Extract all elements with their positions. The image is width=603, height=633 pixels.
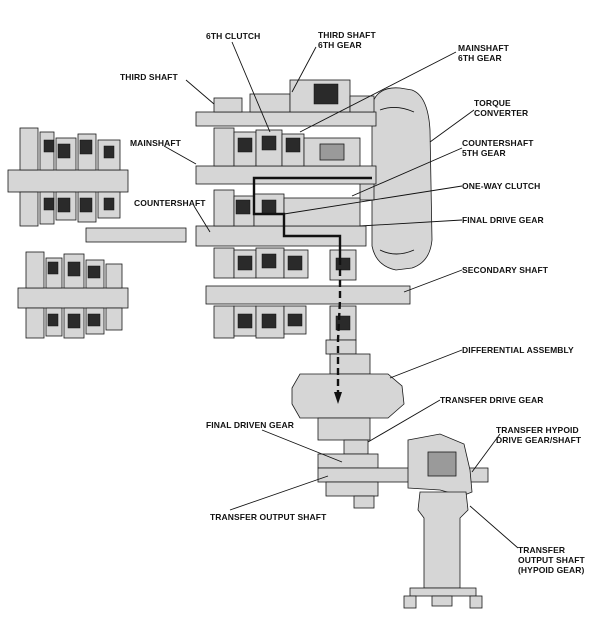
label-mainshaft-6th-gear: MAINSHAFT 6TH GEAR [458, 43, 509, 63]
left-upper-shaft-assembly [7, 127, 187, 243]
label-third-shaft-6th-gear-line1: THIRD SHAFT [318, 30, 376, 40]
label-countershaft-5th-gear-line1: COUNTERSHAFT [462, 138, 534, 148]
left-lower-shaft-assembly [17, 251, 129, 339]
third-shaft-assembly [195, 79, 377, 127]
label-third-shaft-6th-gear: THIRD SHAFT 6TH GEAR [318, 30, 376, 50]
label-transfer-output-shaft: TRANSFER OUTPUT SHAFT [210, 512, 327, 522]
label-one-way-clutch: ONE-WAY CLUTCH [462, 181, 541, 191]
label-third-shaft-6th-gear-line2: 6TH GEAR [318, 40, 362, 50]
label-countershaft-5th-gear: COUNTERSHAFT 5TH GEAR [462, 138, 534, 158]
label-transfer-output-hypoid-line3: (HYPOID GEAR) [518, 565, 585, 575]
label-transfer-hypoid-drive-gear-shaft: TRANSFER HYPOID DRIVE GEAR/SHAFT [496, 425, 581, 445]
transfer-assembly [317, 433, 489, 609]
label-transfer-hypoid-line2: DRIVE GEAR/SHAFT [496, 435, 582, 445]
label-transfer-output-hypoid-line1: TRANSFER [518, 545, 566, 555]
label-transfer-hypoid-line1: TRANSFER HYPOID [496, 425, 579, 435]
label-torque-converter-line1: TORQUE [474, 98, 511, 108]
label-countershaft-5th-gear-line2: 5TH GEAR [462, 148, 506, 158]
label-transfer-output-hypoid-line2: OUTPUT SHAFT [518, 555, 585, 565]
mainshaft-assembly [195, 127, 377, 185]
label-transfer-output-shaft-hypoid-gear: TRANSFER OUTPUT SHAFT (HYPOID GEAR) [518, 545, 585, 575]
differential-assembly [291, 339, 405, 455]
label-mainshaft: MAINSHAFT [130, 138, 181, 148]
label-final-drive-gear: FINAL DRIVE GEAR [462, 215, 544, 225]
label-final-driven-gear: FINAL DRIVEN GEAR [206, 420, 294, 430]
label-secondary-shaft: SECONDARY SHAFT [462, 265, 549, 275]
leader-lines [163, 41, 519, 549]
label-transfer-drive-gear: TRANSFER DRIVE GEAR [440, 395, 544, 405]
label-mainshaft-6th-gear-line2: 6TH GEAR [458, 53, 502, 63]
label-torque-converter: TORQUE CONVERTER [474, 98, 528, 118]
label-torque-converter-line2: CONVERTER [474, 108, 529, 118]
secondary-shaft-assembly [205, 285, 411, 341]
label-differential-assembly: DIFFERENTIAL ASSEMBLY [462, 345, 574, 355]
label-countershaft: COUNTERSHAFT [134, 198, 206, 208]
label-mainshaft-6th-gear-line1: MAINSHAFT [458, 43, 509, 53]
label-third-shaft: THIRD SHAFT [120, 72, 178, 82]
label-6th-clutch: 6TH CLUTCH [206, 31, 261, 41]
